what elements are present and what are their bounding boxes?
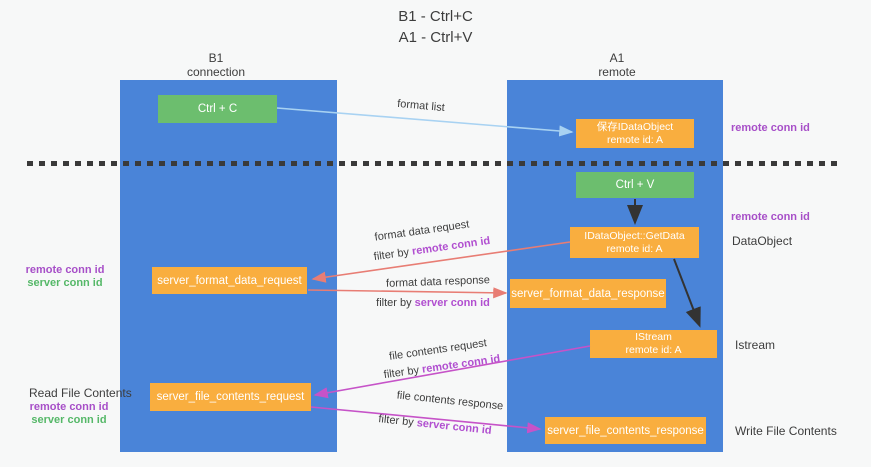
node-server-format-data-response: server_format_data_response <box>510 279 666 308</box>
node-istream-line2: remote id: A <box>625 344 682 356</box>
label-remote-conn-id-mid: remote conn id <box>731 211 810 223</box>
label-mid-left-server-conn-id: server conn id <box>27 277 103 289</box>
diagram-title-line1: B1 - Ctrl+C <box>398 8 473 25</box>
filter-prefix: filter by <box>383 363 423 382</box>
edge-label-format-list: format list <box>396 97 446 115</box>
filter-key-server-conn-id: server conn id <box>416 417 493 437</box>
label-read-file-contents: Read File Contents <box>29 386 132 400</box>
label-mid-left-remote-conn-id: remote conn id <box>25 264 105 276</box>
node-idataobject-getdata: IDataObject::GetData remote id: A <box>570 227 699 258</box>
node-server-format-data-request-label: server_format_data_request <box>157 274 302 287</box>
filter-key-remote-conn-id: remote conn id <box>411 234 491 258</box>
edge-label-format-data-response-filter: filter by server conn id <box>376 297 490 309</box>
edge-label-file-contents-response-filter: filter by server conn id <box>378 413 492 437</box>
label-write-file-contents: Write File Contents <box>735 424 837 438</box>
node-server-format-data-response-label: server_format_data_response <box>511 287 665 300</box>
column-header-a1: A1 remote <box>557 51 677 79</box>
edge-label-format-data-response: format data response <box>385 274 491 290</box>
arrow-format-data-response <box>307 287 508 299</box>
column-header-b1-role: connection <box>186 65 246 79</box>
label-bottom-left-server-conn-id: server conn id <box>31 414 107 426</box>
column-header-b1: B1 connection <box>156 51 276 79</box>
filter-prefix: filter by <box>373 245 413 264</box>
node-ctrl-c: Ctrl + C <box>158 95 277 123</box>
node-ctrl-c-label: Ctrl + C <box>197 103 238 115</box>
node-server-file-contents-request-label: server_file_contents_request <box>156 391 305 403</box>
dashed-separator-line <box>27 161 843 166</box>
edge-label-file-contents-response: file contents response <box>396 389 504 413</box>
label-dataobject: DataObject <box>732 234 793 248</box>
node-idataobject-getdata-line2: remote id: A <box>606 242 663 255</box>
node-ctrl-v-label: Ctrl + V <box>615 179 655 191</box>
node-istream-line1: IStream <box>635 331 672 343</box>
label-istream: Istream <box>735 338 776 352</box>
node-server-file-contents-request: server_file_contents_request <box>150 383 311 411</box>
column-header-a1-role: remote <box>598 65 636 79</box>
column-header-b1-name: B1 <box>208 51 224 65</box>
node-ctrl-v: Ctrl + V <box>576 172 694 198</box>
node-istream: IStream remote id: A <box>590 330 717 358</box>
label-bottom-left-remote-conn-id: remote conn id <box>29 401 109 413</box>
label-remote-conn-id-top: remote conn id <box>731 122 810 134</box>
node-server-format-data-request: server_format_data_request <box>152 267 307 294</box>
node-server-file-contents-response: server_file_contents_response <box>545 417 706 444</box>
node-server-file-contents-response-label: server_file_contents_response <box>547 424 704 437</box>
label-bottom-left-conn-ids: remote conn id server conn id <box>23 401 115 427</box>
filter-prefix: filter by <box>376 297 415 309</box>
diagram-title-line2: A1 - Ctrl+V <box>398 29 473 46</box>
filter-key-server-conn-id: server conn id <box>414 297 490 309</box>
filter-prefix: filter by <box>377 413 418 430</box>
node-save-idataobject-line1: 保存IDataObject <box>596 120 674 133</box>
node-idataobject-getdata-line1: IDataObject::GetData <box>584 229 685 242</box>
node-save-idataobject: 保存IDataObject remote id: A <box>576 119 694 148</box>
label-mid-left-conn-ids: remote conn id server conn id <box>19 264 111 290</box>
column-header-a1-name: A1 <box>609 51 625 65</box>
node-save-idataobject-line2: remote id: A <box>606 133 664 146</box>
diagram-title: B1 - Ctrl+C A1 - Ctrl+V <box>0 6 871 48</box>
